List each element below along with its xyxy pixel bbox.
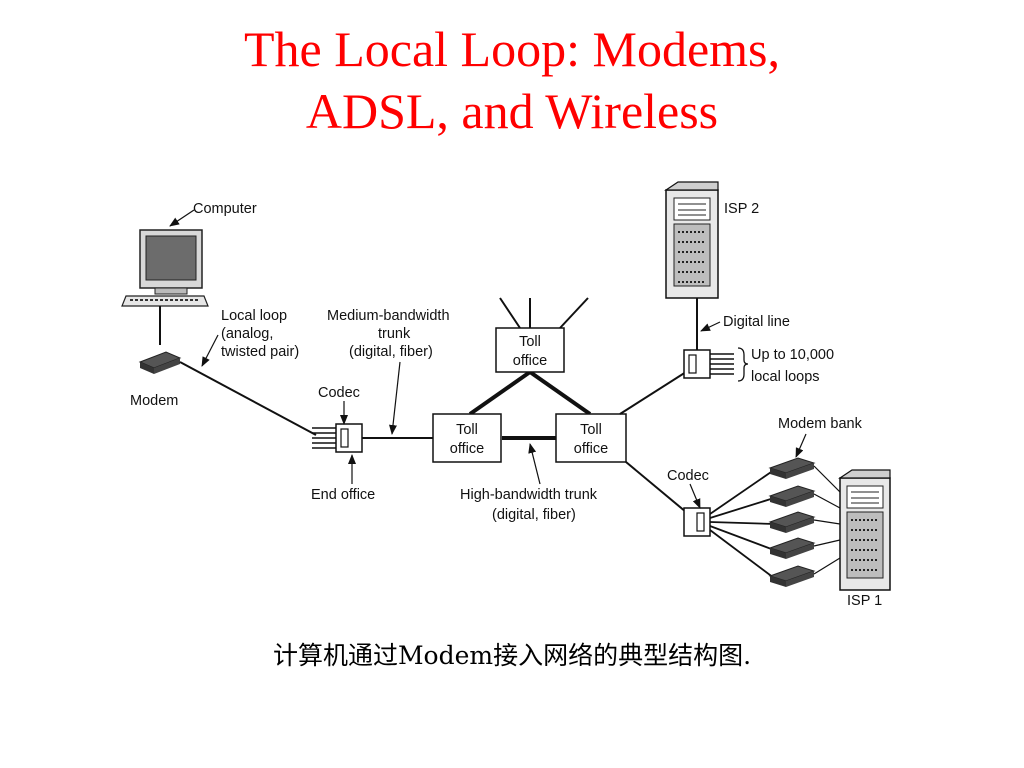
- modem-icon: [138, 351, 182, 374]
- slide-title: The Local Loop: Modems, ADSL, and Wirele…: [0, 18, 1024, 142]
- up-to-label-2: local loops: [751, 369, 820, 385]
- high-trunk-label-2: (digital, fiber): [492, 507, 576, 523]
- isp1-server-icon: [838, 469, 891, 591]
- toll-office-right-label-1: Toll: [580, 422, 602, 438]
- codec-left-label: Codec: [318, 385, 360, 401]
- toll-office-left-label-2: office: [450, 441, 484, 457]
- end-office-isp2-icon: [683, 349, 734, 379]
- local-loop-label-2: (analog,: [221, 326, 273, 342]
- modem-bank-icon: [768, 457, 816, 587]
- modem-label: Modem: [130, 393, 178, 409]
- digital-line-label: Digital line: [723, 314, 790, 330]
- up-to-label-1: Up to 10,000: [751, 347, 834, 363]
- title-line-1: The Local Loop: Modems,: [244, 21, 780, 77]
- computer-label: Computer: [193, 201, 257, 217]
- end-office-label: End office: [311, 487, 375, 503]
- end-office-isp1-icon: [683, 507, 711, 537]
- end-office-left-icon: [312, 423, 363, 453]
- toll-office-left-label-1: Toll: [456, 422, 478, 438]
- toll-office-top-label-2: office: [513, 353, 547, 369]
- medium-trunk-label-3: (digital, fiber): [349, 344, 433, 360]
- high-trunk-label-1: High-bandwidth trunk: [460, 487, 598, 503]
- medium-trunk-label-2: trunk: [378, 326, 411, 342]
- toll-office-top-label-1: Toll: [519, 334, 541, 350]
- title-line-2: ADSL, and Wireless: [305, 83, 719, 139]
- caption: 计算机通过Modem接入网络的典型结构图.: [272, 641, 752, 670]
- modem-bank-label: Modem bank: [778, 416, 863, 432]
- local-loop-label-1: Local loop: [221, 308, 287, 324]
- local-loop-label-3: twisted pair): [221, 344, 299, 360]
- toll-office-top: Toll office: [495, 327, 565, 373]
- isp2-server-icon: [664, 181, 719, 299]
- computer-icon: [121, 229, 209, 345]
- toll-office-right: Toll office: [555, 413, 627, 463]
- toll-office-left: Toll office: [432, 413, 502, 463]
- isp1-label: ISP 1: [847, 593, 882, 609]
- isp2-label: ISP 2: [724, 201, 759, 217]
- toll-office-right-label-2: office: [574, 441, 608, 457]
- medium-trunk-label-1: Medium-bandwidth: [327, 308, 450, 324]
- codec-right-label: Codec: [667, 468, 709, 484]
